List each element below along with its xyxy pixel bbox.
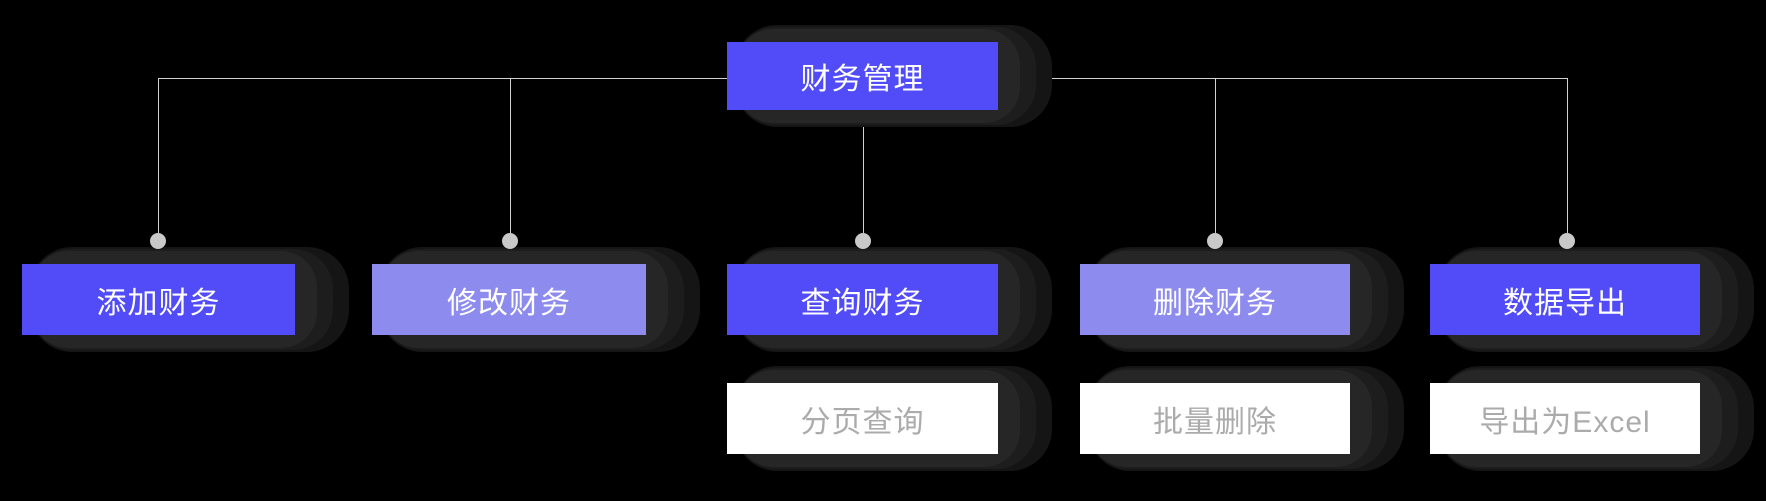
node-label: 数据导出 bbox=[1430, 264, 1700, 335]
node-label: 批量删除 bbox=[1080, 383, 1350, 454]
connector-branch-line bbox=[863, 110, 864, 233]
connector-branch-line bbox=[510, 78, 511, 233]
connector-dot bbox=[1207, 233, 1223, 249]
node-label: 添加财务 bbox=[22, 264, 295, 335]
node-label: 分页查询 bbox=[727, 383, 998, 454]
node-label: 删除财务 bbox=[1080, 264, 1350, 335]
connector-dot bbox=[1559, 233, 1575, 249]
node-root-finance-management[interactable]: 财务管理 bbox=[727, 25, 1052, 127]
connector-branch-line bbox=[158, 78, 159, 233]
connector-branch-line bbox=[1567, 78, 1568, 233]
connector-dot bbox=[855, 233, 871, 249]
node-add-finance[interactable]: 添加财务 bbox=[22, 247, 349, 352]
node-label: 导出为Excel bbox=[1430, 383, 1700, 454]
node-batch-delete[interactable]: 批量删除 bbox=[1080, 366, 1404, 471]
node-delete-finance[interactable]: 删除财务 bbox=[1080, 247, 1404, 352]
connector-dot bbox=[150, 233, 166, 249]
node-query-finance[interactable]: 查询财务 bbox=[727, 247, 1052, 352]
node-label: 修改财务 bbox=[372, 264, 646, 335]
node-label: 查询财务 bbox=[727, 264, 998, 335]
node-export-excel[interactable]: 导出为Excel bbox=[1430, 366, 1754, 471]
node-label: 财务管理 bbox=[727, 42, 998, 110]
node-edit-finance[interactable]: 修改财务 bbox=[372, 247, 700, 352]
node-paged-query[interactable]: 分页查询 bbox=[727, 366, 1052, 471]
connector-branch-line bbox=[1215, 78, 1216, 233]
node-data-export[interactable]: 数据导出 bbox=[1430, 247, 1754, 352]
connector-dot bbox=[502, 233, 518, 249]
